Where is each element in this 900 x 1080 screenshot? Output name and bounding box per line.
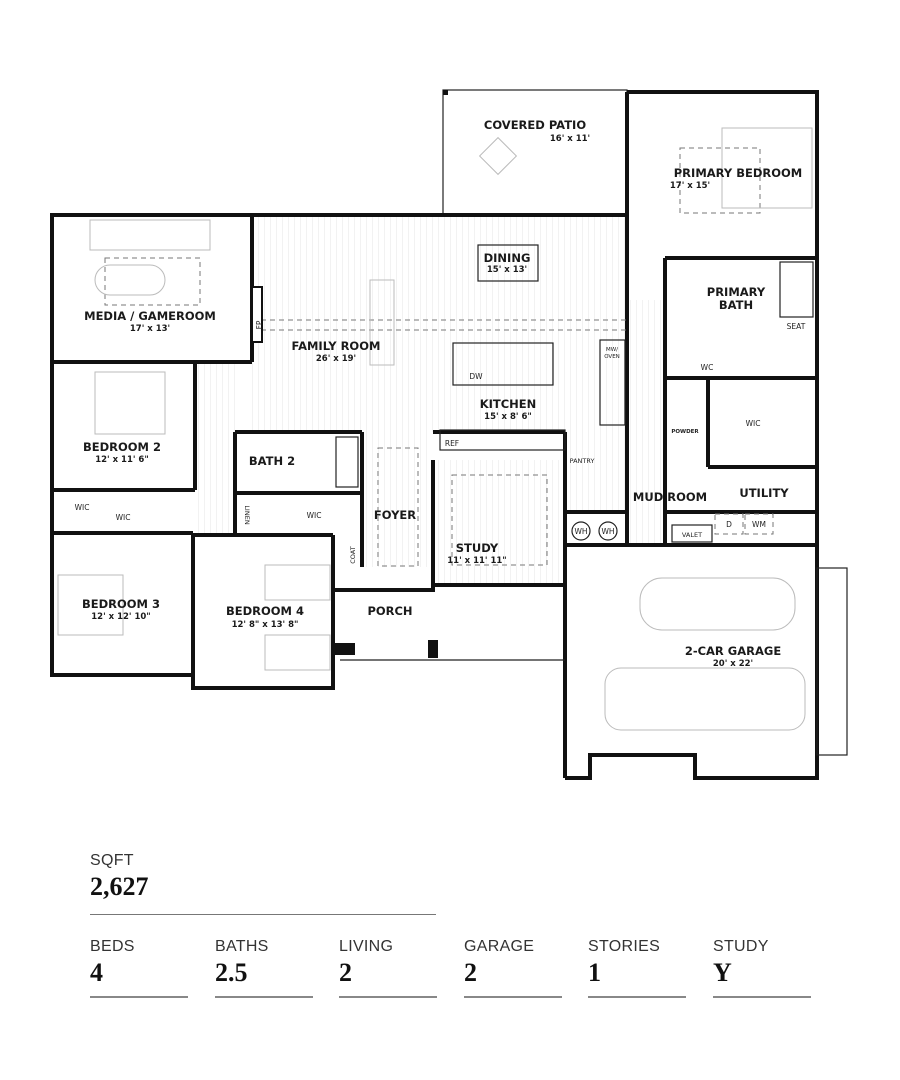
water-heater-1-label: WH — [574, 527, 587, 536]
room-media: MEDIA / GAMEROOM — [84, 309, 216, 323]
room-primary-bedroom-dims: 17' x 15' — [670, 181, 710, 191]
room-bedroom-3: BEDROOM 3 — [82, 597, 160, 611]
room-covered-patio-dims: 16' x 11' — [550, 134, 590, 144]
stat-value: Y — [713, 958, 732, 987]
room-bedroom-2-dims: 12' x 11' 6" — [95, 455, 149, 465]
stat-garage: GARAGE 2 — [464, 938, 562, 998]
stat-beds: BEDS 4 — [90, 938, 188, 998]
stat-label: LIVING — [339, 938, 394, 955]
room-family-dims: 26' x 19' — [316, 354, 356, 364]
room-primary-bath-1: PRIMARY — [707, 285, 766, 299]
room-porch: PORCH — [367, 604, 412, 618]
walls — [50, 90, 819, 780]
stat-label: BEDS — [90, 938, 135, 955]
room-family: FAMILY ROOM — [292, 339, 381, 353]
room-kitchen-dims: 15' x 8' 6" — [484, 412, 532, 422]
room-bedroom-2: BEDROOM 2 — [83, 440, 161, 454]
divider — [713, 996, 811, 998]
bedroom3-wic-label: WIC — [75, 503, 90, 512]
stat-label: STORIES — [588, 938, 661, 955]
powder-label: POWDER — [671, 429, 699, 435]
room-bedroom-4-dims: 12' 8" x 13' 8" — [232, 620, 299, 630]
coat-label: COAT — [349, 546, 357, 563]
room-study-dims: 11' x 11' 11" — [447, 556, 506, 566]
sqft-value: 2,627 — [90, 872, 149, 901]
room-garage: 2-CAR GARAGE — [685, 644, 782, 658]
room-garage-dims: 20' x 22' — [713, 659, 753, 669]
stat-value: 2 — [464, 958, 477, 987]
stat-value: 2.5 — [215, 958, 248, 987]
divider — [90, 996, 188, 998]
stat-value: 4 — [90, 958, 103, 987]
pantry-label: PANTRY — [570, 457, 595, 465]
room-dining: DINING — [484, 251, 531, 265]
primary-wic-label: WIC — [746, 419, 761, 428]
bedroom4-wic-label: WIC — [307, 511, 322, 520]
stat-label: BATHS — [215, 938, 269, 955]
divider — [464, 996, 562, 998]
room-mud-room: MUD ROOM — [633, 490, 707, 504]
room-kitchen: KITCHEN — [480, 397, 537, 411]
dishwasher-label: DW — [469, 372, 483, 381]
stat-baths: BATHS 2.5 — [215, 938, 313, 998]
room-primary-bath-2: BATH — [719, 298, 753, 312]
linen-label: LINEN — [243, 505, 251, 525]
dryer-label: D — [726, 520, 732, 529]
room-covered-patio: COVERED PATIO — [484, 118, 586, 132]
stat-label: GARAGE — [464, 938, 535, 955]
sqft-stat: SQFT 2,627 — [90, 852, 436, 915]
room-study: STUDY — [456, 541, 499, 555]
stat-living: LIVING 2 — [339, 938, 437, 998]
stat-stories: STORIES 1 — [588, 938, 686, 998]
room-bath-2: BATH 2 — [249, 454, 295, 468]
room-bedroom-3-dims: 12' x 12' 10" — [91, 612, 150, 622]
oven-label: OVEN — [604, 354, 620, 360]
divider — [588, 996, 686, 998]
floor-plan: COVERED PATIO 16' x 11' PRIMARY BEDROOM … — [50, 89, 848, 780]
stat-value: 1 — [588, 958, 601, 987]
room-bedroom-4: BEDROOM 4 — [226, 604, 304, 618]
refrigerator-label: REF — [445, 439, 459, 448]
stat-value: 2 — [339, 958, 352, 987]
mw-label: MW/ — [606, 347, 618, 353]
stat-study: STUDY Y — [713, 938, 811, 998]
divider — [215, 996, 313, 998]
covered-patio-outline — [442, 89, 628, 216]
washer-label: WM — [752, 520, 766, 529]
seat-label: SEAT — [787, 322, 806, 331]
water-heater-2-label: WH — [601, 527, 614, 536]
room-primary-bedroom: PRIMARY BEDROOM — [674, 166, 802, 180]
room-media-dims: 17' x 13' — [130, 324, 170, 334]
fireplace-label: FP — [255, 320, 264, 329]
divider — [339, 996, 437, 998]
sqft-label: SQFT — [90, 852, 134, 869]
divider — [90, 914, 436, 915]
wc-label: WC — [701, 363, 714, 372]
valet-label: VALET — [682, 531, 702, 539]
stat-label: STUDY — [713, 938, 769, 955]
bedroom2-wic-label: WIC — [116, 513, 131, 522]
room-dining-dims: 15' x 13' — [487, 265, 527, 275]
room-utility: UTILITY — [739, 486, 789, 500]
room-foyer: FOYER — [374, 508, 416, 522]
